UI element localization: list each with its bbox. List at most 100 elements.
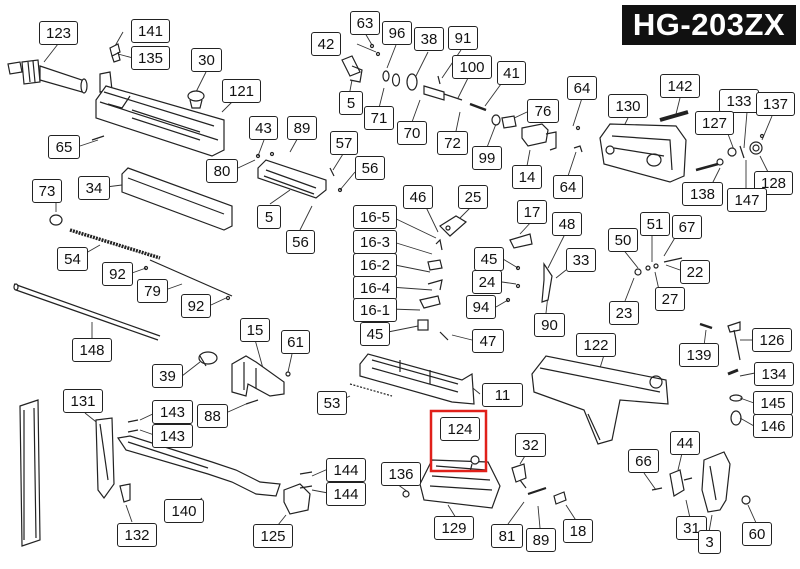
part-144 (299, 471, 313, 489)
part-label-3: 3 (698, 530, 721, 554)
part-label-64: 64 (553, 175, 583, 199)
part-label-134: 134 (754, 362, 794, 386)
part-label-89: 89 (526, 528, 556, 552)
part-label-34: 34 (78, 176, 110, 200)
part-label-33: 33 (566, 248, 596, 272)
part-label-148: 148 (72, 338, 112, 362)
part-label-144: 144 (326, 458, 366, 482)
part-label-139: 139 (679, 343, 719, 367)
part-label-25: 25 (458, 185, 488, 209)
part-143 (127, 419, 139, 433)
part-label-42: 42 (311, 32, 341, 56)
part-label-92: 92 (181, 294, 211, 318)
part-label-90: 90 (534, 313, 565, 337)
part-96 (391, 73, 401, 87)
part-label-131: 131 (63, 389, 103, 413)
part-label-89: 89 (287, 116, 317, 140)
part-121-upper-receiver (95, 71, 225, 157)
part-label-79: 79 (137, 279, 168, 303)
part-label-60: 60 (742, 522, 772, 546)
part-127-133-137 (727, 133, 765, 159)
part-label-43: 43 (249, 116, 278, 140)
part-50-51-67-22 (634, 257, 683, 276)
part-142-pin (659, 110, 689, 122)
part-132 (119, 483, 131, 503)
part-70-firing-pin (423, 75, 463, 101)
part-label-91: 91 (448, 26, 478, 50)
part-76-14 (501, 115, 583, 153)
part-label-88: 88 (197, 404, 228, 428)
part-label-71: 71 (364, 106, 394, 130)
part-label-92: 92 (102, 262, 133, 286)
part-141-135-front-sight (109, 43, 121, 63)
part-label-45: 45 (360, 322, 390, 346)
part-label-137: 137 (756, 92, 795, 116)
model-title: HG-203ZX (622, 5, 796, 45)
part-label-94: 94 (466, 295, 496, 319)
part-label-121: 121 (222, 79, 261, 103)
part-label-5: 5 (339, 91, 363, 115)
part-label-50: 50 (608, 228, 638, 252)
part-label-44: 44 (670, 431, 700, 455)
part-126-134-145-146 (727, 321, 743, 426)
part-label-17: 17 (517, 200, 547, 224)
part-label-133: 133 (719, 89, 759, 113)
part-17-24-33 (505, 233, 553, 303)
part-label-138: 138 (682, 182, 723, 206)
part-label-61: 61 (281, 330, 310, 354)
part-88 (245, 399, 259, 405)
part-5-rail (255, 151, 343, 199)
part-label-70: 70 (397, 121, 427, 145)
part-73 (49, 214, 63, 226)
part-label-56: 56 (286, 230, 315, 254)
part-label-146: 146 (753, 414, 793, 438)
part-label-143: 143 (152, 424, 193, 448)
part-label-123: 123 (39, 21, 78, 45)
part-label-132: 132 (117, 523, 157, 547)
part-label-142: 142 (660, 74, 700, 98)
part-label-32: 32 (515, 433, 546, 457)
part-71 (382, 70, 390, 82)
part-31 (669, 469, 693, 497)
part-label-73: 73 (32, 179, 62, 203)
part-label-54: 54 (57, 247, 88, 271)
part-label-41: 41 (497, 61, 526, 85)
part-label-136: 136 (381, 462, 421, 486)
part-label-39: 39 (152, 364, 183, 388)
part-60 (741, 495, 751, 505)
part-label-125: 125 (253, 524, 293, 548)
part-41-spring (469, 102, 487, 112)
part-25 (439, 215, 468, 237)
part-label-51: 51 (640, 212, 670, 236)
part-139-pin (699, 322, 713, 330)
part-61 (285, 371, 291, 377)
part-42-63-5 (341, 43, 381, 83)
part-131-magazine (19, 399, 115, 547)
part-label-18: 18 (563, 519, 593, 543)
part-34 (121, 167, 233, 231)
highlight-box (429, 409, 488, 473)
part-label-46: 46 (403, 185, 433, 209)
part-15 (231, 355, 285, 397)
part-53-spring (349, 383, 393, 397)
part-label-16-1: 16-1 (353, 298, 397, 322)
part-label-14: 14 (512, 165, 542, 189)
part-label-27: 27 (655, 287, 685, 311)
part-label-122: 122 (576, 333, 616, 357)
part-39 (198, 351, 218, 367)
part-123-barrel (7, 59, 88, 94)
part-label-24: 24 (472, 270, 502, 294)
part-label-100: 100 (452, 55, 492, 79)
part-148-rod (13, 283, 161, 341)
part-label-143: 143 (152, 400, 193, 424)
part-label-96: 96 (382, 21, 412, 45)
part-138-screw (695, 162, 719, 172)
part-label-53: 53 (317, 391, 347, 415)
part-label-16-2: 16-2 (353, 253, 397, 277)
part-label-147: 147 (727, 188, 767, 212)
part-16-trigger-group (417, 238, 449, 341)
part-label-48: 48 (552, 212, 582, 236)
part-label-30: 30 (191, 48, 222, 72)
part-99 (491, 114, 501, 126)
